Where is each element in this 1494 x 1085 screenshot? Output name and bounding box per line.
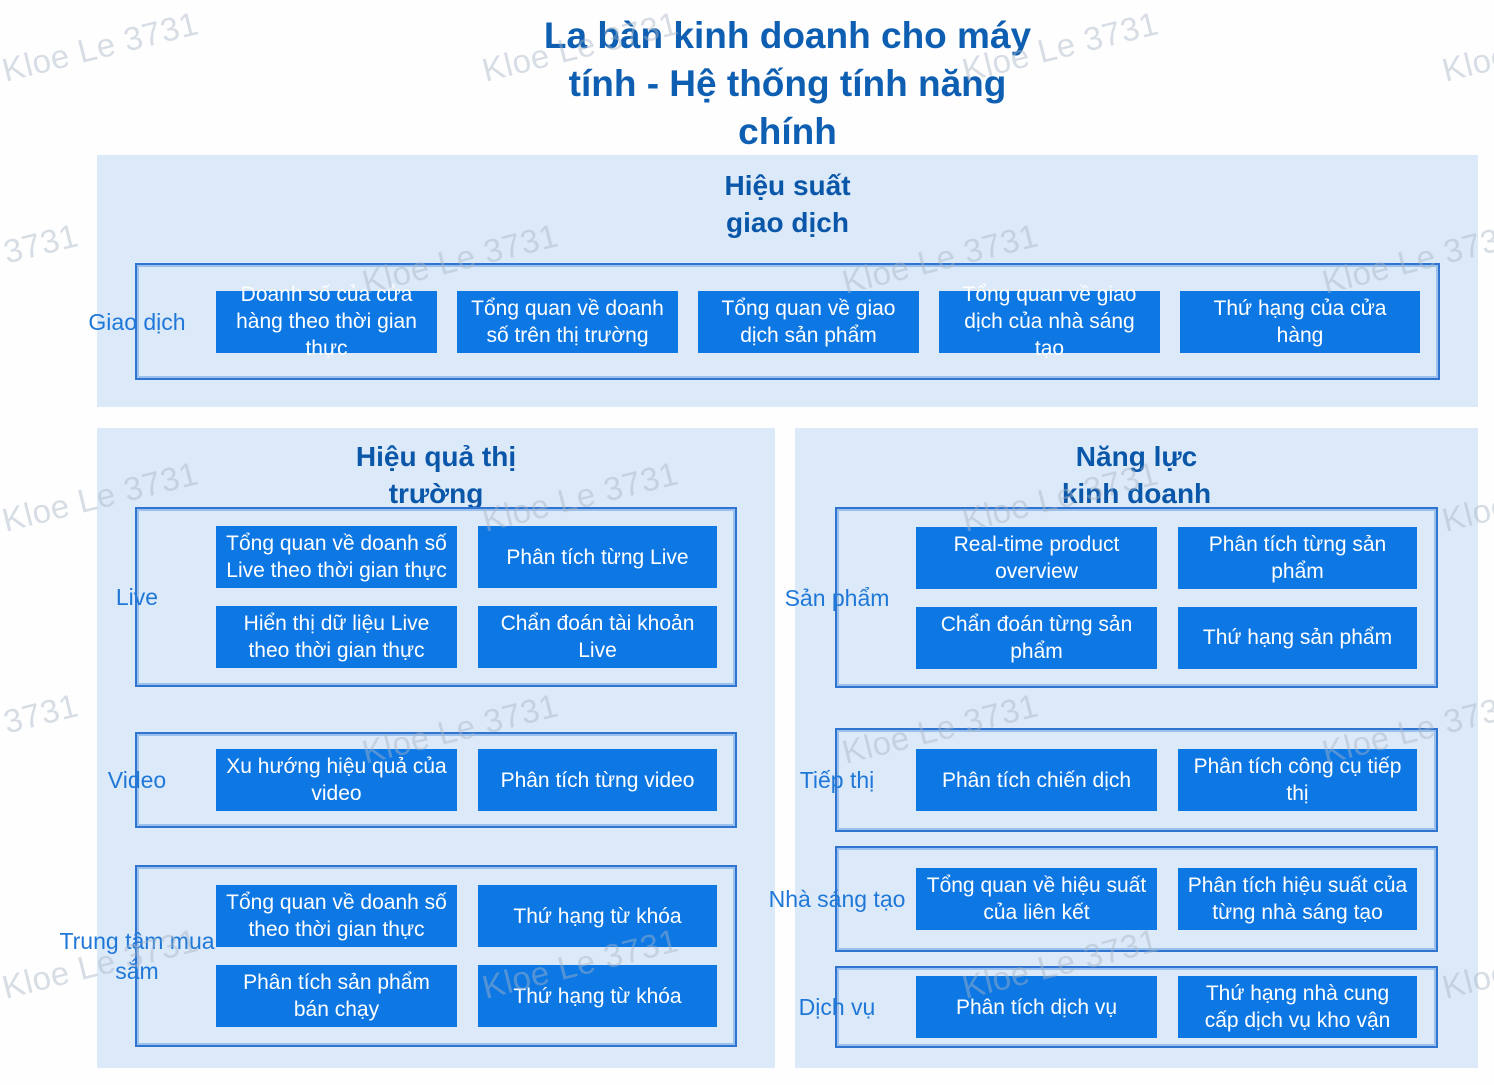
feature-box: Thứ hạng từ khóa (478, 965, 717, 1027)
feature-box: Phân tích sản phẩm bán chạy (216, 965, 457, 1027)
feature-box-label: Thứ hạng sản phẩm (1202, 626, 1393, 649)
feature-box: Tổng quan về giao dịch sản phẩm (698, 290, 919, 353)
feature-box: Tổng quan về doanh số Live theo thời gia… (216, 526, 457, 588)
feature-box: Thứ hạng của cửa hàng (1180, 290, 1420, 353)
feature-box: Tổng quan về doanh số theo thời gian thự… (216, 885, 457, 947)
feature-box-label: Tổng quan về hiệu suất của liên kết (926, 874, 1147, 924)
group-label: Video (107, 767, 167, 793)
group-nha-sang-tao: Nhà sáng tạo Tổng quan về hiệu suất của … (769, 846, 1438, 952)
feature-box: Hiển thị dữ liệu Live theo thời gian thự… (216, 606, 457, 668)
group-video: Video Xu hướng hiệu quả của video Phân tí… (108, 732, 737, 828)
group-label: Live (115, 584, 159, 610)
feature-box-label: Real-time product overview (953, 532, 1120, 583)
feature-box: Tổng quan về giao dịch của nhà sáng tạo (939, 283, 1160, 360)
feature-box-label: Tổng quan về doanh số trên thị trường (471, 296, 664, 347)
feature-box: Chẩn đoán từng sản phẩm (916, 606, 1157, 669)
feature-box: Thứ hạng từ khóa (478, 885, 717, 947)
group-label: Dịch vụ (798, 994, 876, 1020)
feature-box: Tổng quan về doanh số trên thị trường (457, 290, 678, 353)
feature-box-label: Tổng quan về doanh số theo thời gian thự… (226, 891, 447, 941)
watermark-text: Kloe Le 3731 (0, 216, 82, 300)
feature-box: Phân tích từng Live (478, 526, 717, 588)
feature-box-label: Phân tích công cụ tiếp thị (1193, 755, 1402, 805)
feature-box-label: Tổng quan về doanh số Live theo thời gia… (226, 532, 447, 582)
feature-boxes: Tổng quan về doanh số theo thời gian thự… (216, 885, 717, 1027)
group-label: Trung tâm mua sắm (59, 928, 215, 984)
feature-box-label: Phân tích hiệu suất của từng nhà sáng tạ… (1187, 874, 1408, 924)
feature-box: Phân tích từng video (478, 749, 717, 811)
panel-title: Hiệu suất giao dịch (724, 170, 851, 238)
feature-box-label: Thứ hạng nhà cung cấp dịch vụ kho vận (1204, 982, 1391, 1032)
feature-boxes: Real-time product overview Phân tích từng… (916, 526, 1417, 669)
feature-box-label: Phân tích chiến dịch (941, 768, 1132, 792)
feature-box: Real-time product overview (916, 526, 1157, 589)
feature-box-label: Phân tích từng video (500, 768, 695, 792)
feature-box-label: Thứ hạng của cửa hàng (1213, 296, 1387, 347)
feature-box: Phân tích hiệu suất của từng nhà sáng tạ… (1178, 868, 1417, 930)
feature-box: Thứ hạng nhà cung cấp dịch vụ kho vận (1178, 976, 1417, 1038)
feature-boxes: Doanh số của cửa hàng theo thời gian thự… (216, 283, 1420, 360)
feature-box-label: Phân tích sản phẩm bán chạy (243, 971, 430, 1021)
panel-business-capability: Năng lực kinh doanh Sản phẩm Real-time p… (769, 428, 1478, 1068)
feature-boxes: Xu hướng hiệu quả của video Phân tích từn… (216, 749, 717, 811)
feature-box: Doanh số của cửa hàng theo thời gian thự… (216, 283, 437, 360)
page-title: La bàn kinh doanh cho máy tính - Hệ thốn… (543, 15, 1032, 152)
feature-box-label: Thứ hạng từ khóa (513, 904, 682, 928)
feature-boxes: Tổng quan về hiệu suất của liên kết Phân … (916, 868, 1417, 930)
feature-box-label: Phân tích từng Live (506, 545, 689, 569)
feature-box: Phân tích dịch vụ (916, 976, 1157, 1038)
group-giao-dich: Giao dịch Doanh số của cửa hàng theo thờ… (88, 263, 1440, 380)
group-live: Live Tổng quan về doanh số Live theo thờ… (116, 507, 737, 687)
feature-box: Chẩn đoán tài khoản Live (478, 606, 717, 668)
group-label: Giao dịch (88, 308, 186, 335)
group-label: Tiếp thị (799, 767, 875, 793)
feature-boxes: Tổng quan về doanh số Live theo thời gia… (216, 526, 717, 668)
feature-boxes: Phân tích chiến dịch Phân tích công cụ ti… (916, 749, 1417, 811)
panel-transaction-performance: Hiệu suất giao dịch Giao dịch Doanh số c… (88, 155, 1478, 407)
feature-box-label: Phân tích từng sản phẩm (1208, 532, 1387, 583)
group-label: Nhà sáng tạo (768, 886, 906, 912)
feature-box: Phân tích chiến dịch (916, 749, 1157, 811)
feature-box-label: Xu hướng hiệu quả của video (226, 755, 447, 805)
group-san-pham: Sản phẩm Real-time product overview Phân … (785, 507, 1438, 688)
feature-boxes: Phân tích dịch vụ Thứ hạng nhà cung cấp d… (916, 976, 1417, 1038)
group-trung-tam-mua-sam: Trung tâm mua sắm Tổng quan về doanh số … (59, 865, 737, 1047)
feature-box-label: Hiển thị dữ liệu Live theo thời gian thự… (243, 612, 430, 662)
group-label: Sản phẩm (784, 584, 890, 611)
feature-box-label: Thứ hạng từ khóa (513, 984, 682, 1008)
feature-box-label: Tổng quan về giao dịch của nhà sáng tạo (962, 283, 1137, 360)
feature-box: Phân tích từng sản phẩm (1178, 526, 1417, 589)
group-dich-vu: Dịch vụ Phân tích dịch vụ Thứ hạng nhà cu… (799, 966, 1438, 1048)
feature-box: Phân tích công cụ tiếp thị (1178, 749, 1417, 811)
watermark-text: Kloe Le 3731 (0, 686, 82, 770)
feature-box-label: Chẩn đoán từng sản phẩm (940, 612, 1133, 663)
feature-box-label: Tổng quan về giao dịch sản phẩm (721, 296, 896, 347)
panel-title: Năng lực kinh doanh (1061, 441, 1212, 509)
feature-box-label: Phân tích dịch vụ (955, 995, 1118, 1019)
feature-box: Tổng quan về hiệu suất của liên kết (916, 868, 1157, 930)
feature-box: Xu hướng hiệu quả của video (216, 749, 457, 811)
feature-box-label: Chẩn đoán tài khoản Live (500, 612, 695, 662)
feature-box: Thứ hạng sản phẩm (1178, 606, 1417, 669)
panel-title: Hiệu quả thị trường (355, 441, 517, 509)
feature-box-label: Doanh số của cửa hàng theo thời gian thự… (236, 283, 417, 360)
panel-market-effectiveness: Hiệu quả thị trường Live Tổng quan về do… (59, 428, 775, 1068)
